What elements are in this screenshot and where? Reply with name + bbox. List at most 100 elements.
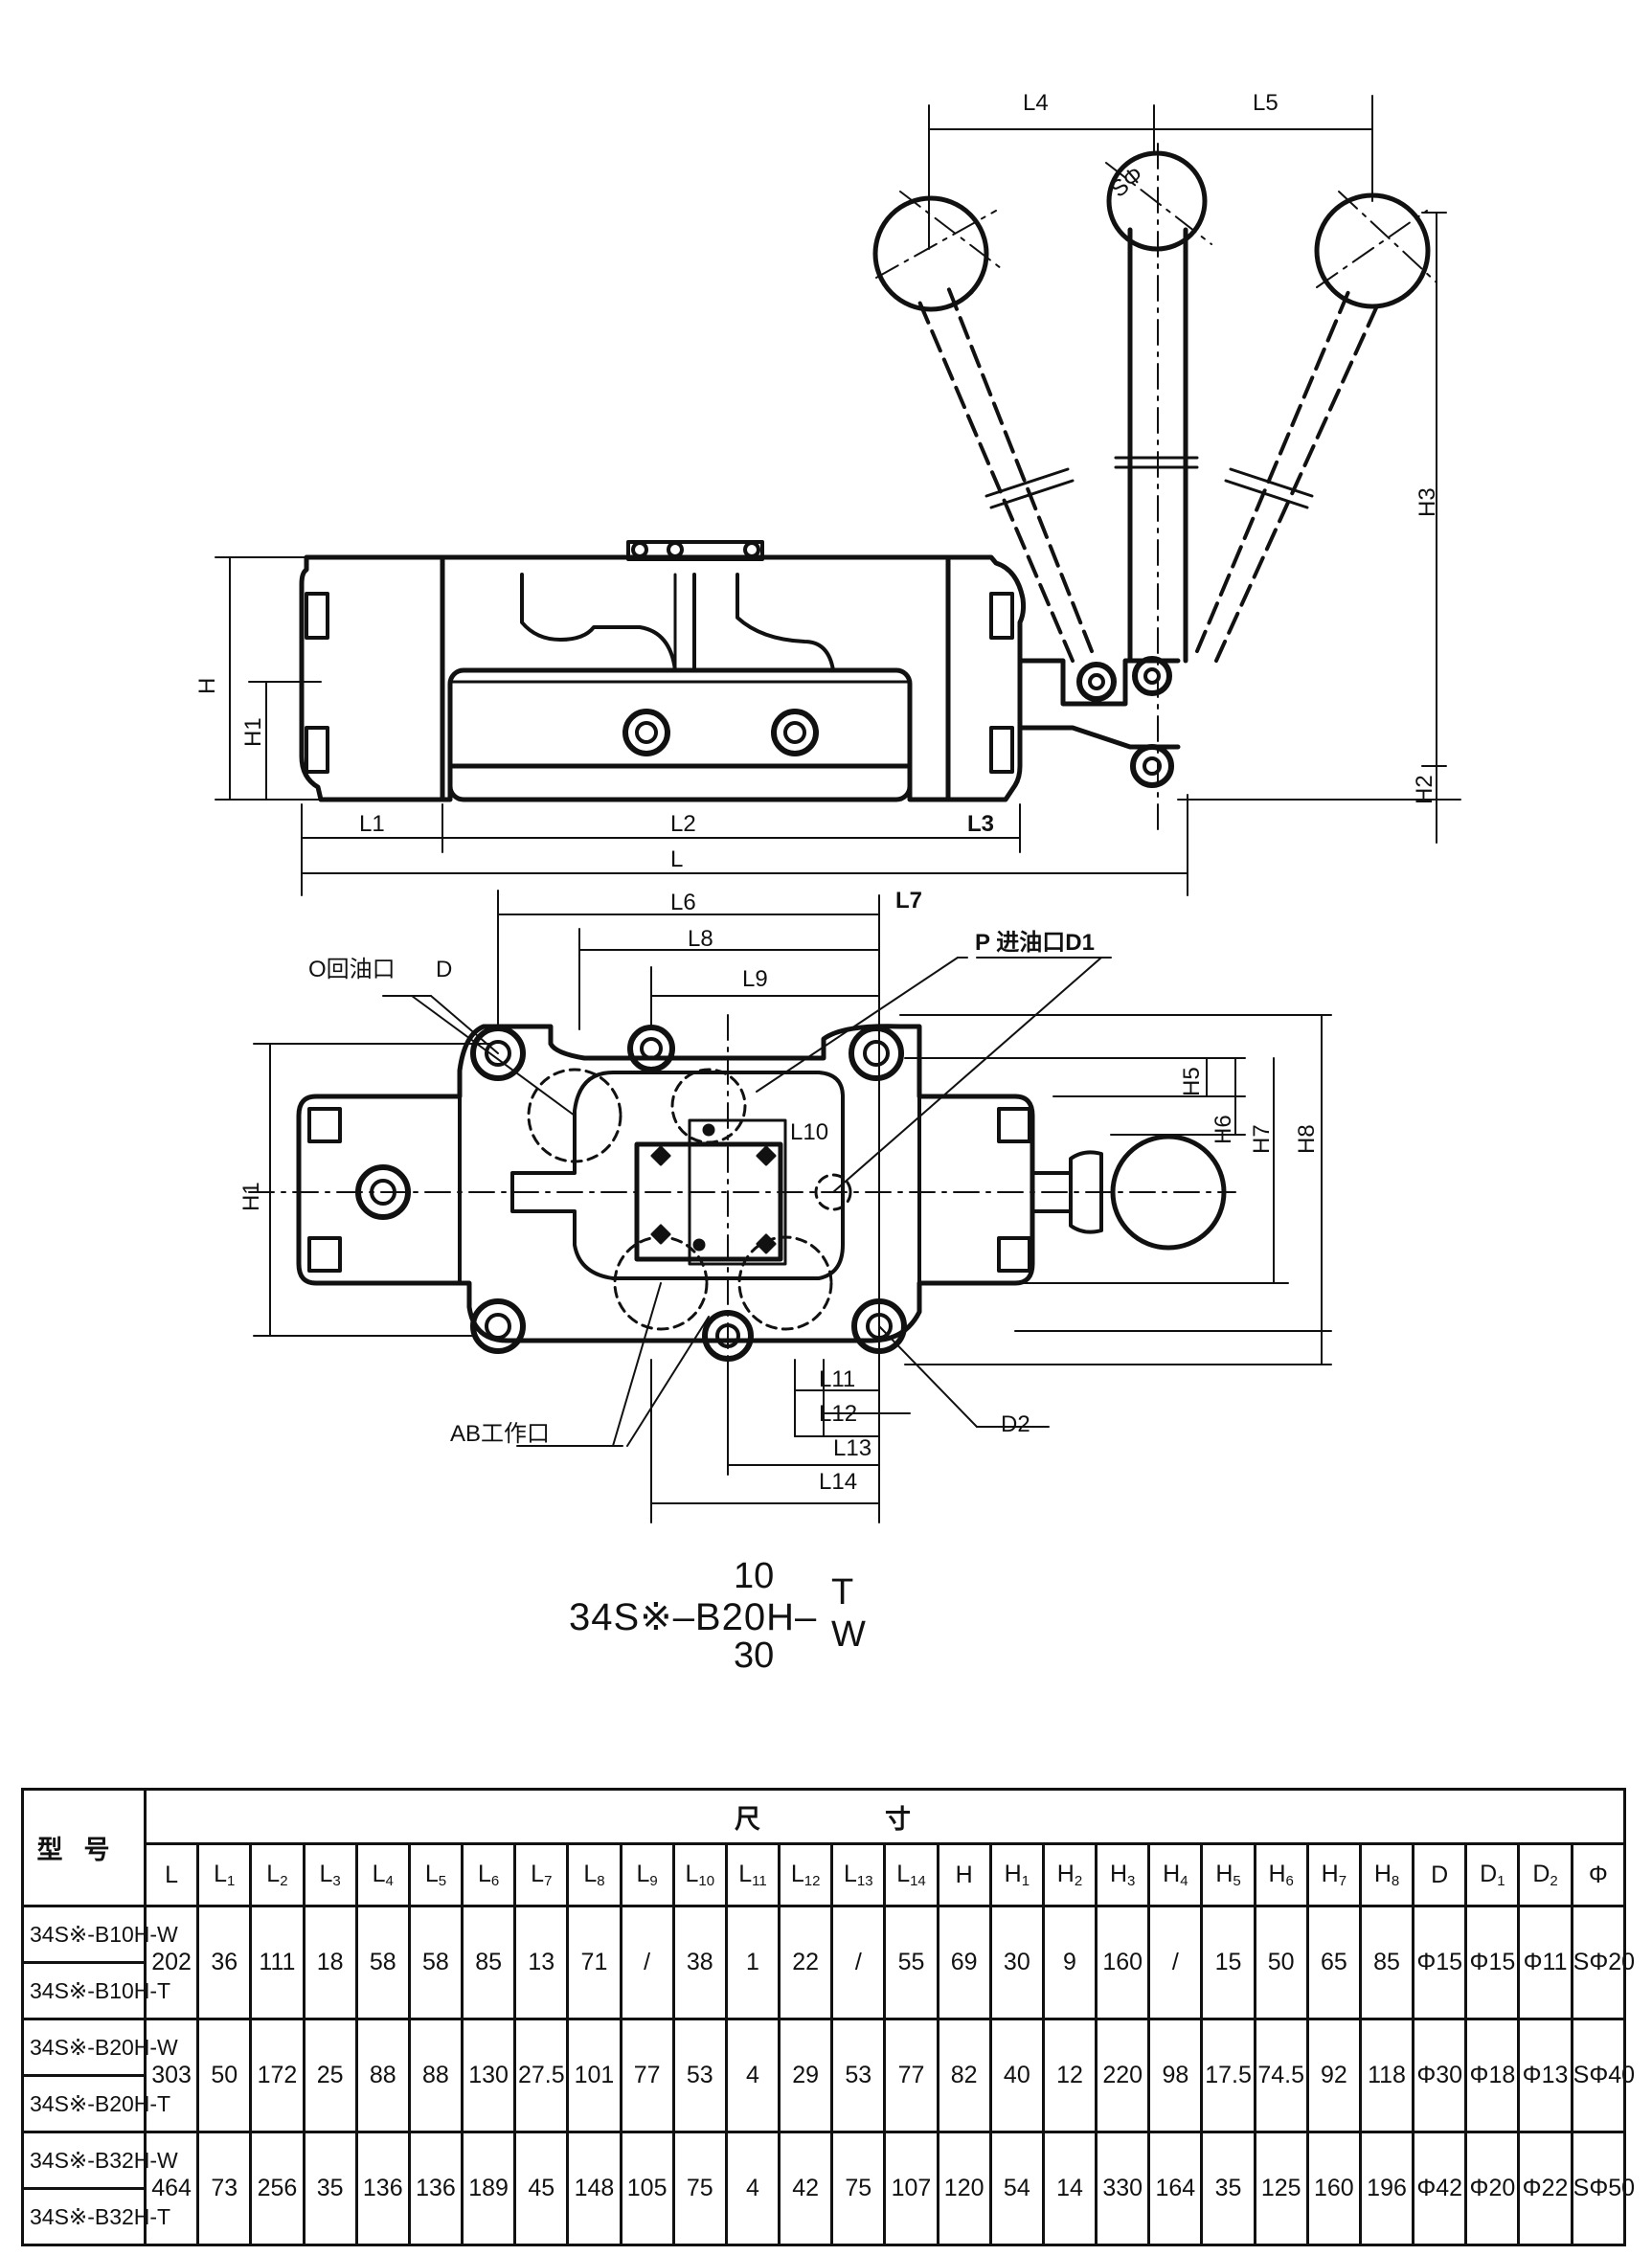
label-H: H [194,678,220,694]
value-cell: 189 [461,2131,517,2246]
column-header: L12 [778,1842,834,1907]
column-header: H5 [1200,1842,1256,1907]
value-cell: 136 [354,2131,411,2246]
label-D: D [436,957,452,982]
label-H2: H2 [1412,775,1437,804]
label-H7: H7 [1249,1124,1275,1154]
value-cell: 53 [671,2018,728,2133]
value-cell: 35 [302,2131,358,2246]
table-row: 34S※-B32H-T [21,2187,1625,2246]
value-cell: / [619,1905,675,2020]
column-header: L [143,1842,200,1907]
column-header: D2 [1517,1842,1573,1907]
value-cell: 14 [1041,2131,1098,2246]
value-cell: 75 [671,2131,728,2246]
value-cell: 77 [619,2018,675,2133]
label-L8: L8 [688,926,713,952]
model-code-opt-w: W [831,1614,866,1655]
column-header: H2 [1041,1842,1098,1907]
value-cell: Φ20 [1464,2131,1521,2246]
value-cell: 220 [1095,2018,1151,2133]
valve-drawing: L4 L5 SΦ H3 H H1 H2 L1 L2 L3 L L6 L7 L8 … [194,90,1461,1523]
value-cell: 160 [1305,2131,1362,2246]
column-header: L14 [883,1842,939,1907]
model-code-size-bot: 30 [734,1636,775,1676]
label-H1-front: H1 [240,717,266,747]
value-cell: Φ18 [1464,2018,1521,2133]
value-cell: 29 [778,2018,834,2133]
model-cell: 34S※-B20H-W [21,2018,178,2077]
label-L3: L3 [967,811,994,837]
model-code: 10 34S※–B20H– 30 T W [0,1551,1652,1695]
value-cell: 18 [302,1905,358,2020]
column-header: D [1412,1842,1468,1907]
value-cell: 4 [724,2018,781,2133]
column-header: L8 [566,1842,622,1907]
column-header: L5 [407,1842,464,1907]
label-p-port: P 进油口D1 [975,930,1095,956]
value-cell: 30 [988,1905,1045,2020]
model-code-opt-t: T [831,1572,854,1613]
value-cell: 22 [778,1905,834,2020]
label-ab-port: AB工作口 [450,1421,550,1447]
value-cell: 118 [1358,2018,1415,2133]
value-cell: 58 [407,1905,464,2020]
value-cell: 12 [1041,2018,1098,2133]
column-header: H3 [1095,1842,1151,1907]
value-cell: 98 [1147,2018,1204,2133]
model-code-size-top: 10 [734,1556,775,1596]
label-L2: L2 [670,811,696,837]
value-cell: 77 [883,2018,939,2133]
column-header: L6 [461,1842,517,1907]
value-cell: 256 [249,2131,306,2246]
value-cell: Φ13 [1517,2018,1573,2133]
value-cell: 50 [1253,1905,1309,2020]
value-cell: 50 [196,2018,253,2133]
label-L7: L7 [895,888,922,914]
value-cell: 58 [354,1905,411,2020]
value-cell: / [1147,1905,1204,2020]
column-header: L7 [513,1842,570,1907]
model-cell: 34S※-B32H-W [21,2131,178,2190]
model-cell: 34S※-B32H-T [21,2187,170,2246]
value-cell: 13 [513,1905,570,2020]
value-cell: 65 [1305,1905,1362,2020]
value-cell: 125 [1253,2131,1309,2246]
column-header: H4 [1147,1842,1204,1907]
value-cell: 74.5 [1253,2018,1309,2133]
value-cell: 111 [249,1905,306,2020]
model-code-base: 34S※–B20H– [569,1595,817,1639]
label-L4: L4 [1023,90,1049,116]
column-header: L4 [354,1842,411,1907]
value-cell: 92 [1305,2018,1362,2133]
value-cell: 164 [1147,2131,1204,2246]
value-cell: 36 [196,1905,253,2020]
value-cell: 17.5 [1200,2018,1256,2133]
value-cell: SΦ40 [1570,2018,1635,2133]
value-cell: 85 [461,1905,517,2020]
value-cell: / [830,1905,887,2020]
model-code-prefix: 34S※–B [569,1596,722,1638]
value-cell: 45 [513,2131,570,2246]
value-cell: 75 [830,2131,887,2246]
column-header: L13 [830,1842,887,1907]
label-H3: H3 [1414,487,1440,517]
value-cell: Φ11 [1517,1905,1573,2020]
value-cell: 4 [724,2131,781,2246]
label-L12: L12 [819,1401,857,1427]
value-cell: 85 [1358,1905,1415,2020]
value-cell: 1 [724,1905,781,2020]
value-cell: 25 [302,2018,358,2133]
value-cell: 120 [936,2131,992,2246]
value-cell: Φ30 [1412,2018,1468,2133]
column-header: H1 [988,1842,1045,1907]
column-header: H7 [1305,1842,1362,1907]
model-code-mid: 20H– [721,1596,818,1638]
label-H6: H6 [1211,1115,1236,1144]
value-cell: 35 [1200,2131,1256,2246]
value-cell: 148 [566,2131,622,2246]
label-L14: L14 [819,1469,857,1495]
